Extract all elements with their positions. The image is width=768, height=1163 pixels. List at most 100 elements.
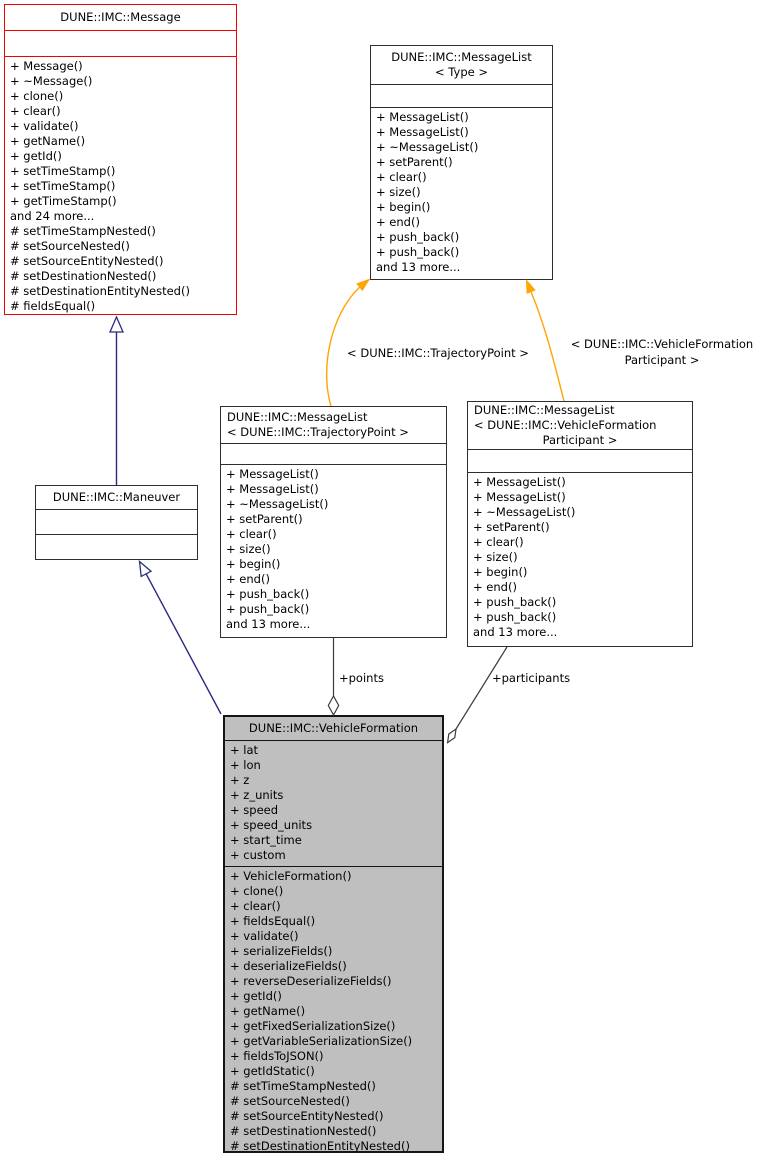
member-line: + push_back()	[226, 587, 310, 601]
member-line: # setDestinationNested()	[10, 269, 157, 283]
member-line: # setTimeStampNested()	[230, 1079, 376, 1093]
member-line: # setDestinationEntityNested()	[230, 1139, 410, 1151]
template-arrowhead	[356, 278, 371, 292]
member-line: + getFixedSerializationSize()	[230, 1019, 396, 1033]
template-arg-label-line: < DUNE::IMC::TrajectoryPoint >	[347, 346, 529, 360]
template-arg-label-line: < DUNE::IMC::VehicleFormation	[570, 337, 754, 351]
member-line: + end()	[376, 215, 420, 229]
inheritance-arrowhead	[109, 315, 124, 333]
inheritance-edge-vehicleformation-to-maneuver	[145, 573, 222, 715]
member-line: + push_back()	[473, 610, 557, 624]
member-line: + reverseDeserializeFields()	[230, 974, 392, 988]
member-line: + end()	[473, 580, 517, 594]
member-line: + ~MessageList()	[226, 497, 329, 511]
aggregation-label-participants: +participants	[492, 671, 571, 685]
methods-compartment: + VehicleFormation()+ clone()+ clear()+ …	[225, 866, 442, 1151]
class-title-line: < Type >	[435, 65, 488, 79]
class-box-messagelist-vehicleformationparticipant[interactable]: DUNE::IMC::MessageList < DUNE::IMC::Vehi…	[467, 401, 693, 647]
member-line: + size()	[473, 550, 518, 564]
member-line: + clear()	[226, 527, 277, 541]
member-line: # fieldsEqual()	[10, 299, 96, 313]
class-title-line: DUNE::IMC::MessageList	[474, 403, 615, 417]
class-title: DUNE::IMC::Message	[5, 5, 236, 30]
aggregation-diamond	[327, 694, 340, 717]
template-arg-label-trajectorypoint: < DUNE::IMC::TrajectoryPoint >	[336, 346, 540, 362]
member-line: + speed	[230, 803, 279, 817]
methods-compartment	[36, 534, 197, 559]
member-line: + lon	[230, 758, 261, 772]
class-title-line: DUNE::IMC::VehicleFormation	[248, 721, 419, 735]
member-line: + begin()	[226, 557, 281, 571]
methods-compartment: + MessageList()+ MessageList()+ ~Message…	[371, 107, 552, 279]
member-line: + clone()	[10, 89, 64, 103]
member-line: + deserializeFields()	[230, 959, 347, 973]
member-line: + validate()	[230, 929, 299, 943]
member-line: + Message()	[10, 59, 83, 73]
member-line: + speed_units	[230, 818, 313, 832]
member-line: + clone()	[230, 884, 284, 898]
methods-compartment: + MessageList()+ MessageList()+ ~Message…	[468, 472, 692, 646]
member-line: + clear()	[10, 104, 61, 118]
member-line: + getIdStatic()	[230, 1064, 315, 1078]
attributes-compartment: + lat+ lon+ z+ z_units+ speed+ speed_uni…	[225, 740, 442, 866]
class-title-line: DUNE::IMC::MessageList	[391, 50, 532, 64]
member-line: + clear()	[376, 170, 427, 184]
member-line: # setSourceNested()	[10, 239, 130, 253]
member-line: + z_units	[230, 788, 284, 802]
class-title-line: Participant >	[542, 433, 618, 447]
member-line: + getName()	[230, 1004, 306, 1018]
member-line: + ~Message()	[10, 74, 93, 88]
template-arg-label-line: Participant >	[624, 352, 700, 367]
member-line: and 13 more...	[376, 260, 461, 274]
member-line: + end()	[226, 572, 270, 586]
class-title: DUNE::IMC::Maneuver	[36, 486, 197, 509]
class-box-messagelist-trajectorypoint[interactable]: DUNE::IMC::MessageList < DUNE::IMC::Traj…	[220, 406, 447, 638]
member-line: + start_time	[230, 833, 302, 847]
member-line: + lat	[230, 743, 259, 757]
class-title-line: DUNE::IMC::MessageList	[227, 410, 368, 424]
class-title-line: DUNE::IMC::Message	[60, 10, 181, 24]
methods-compartment: + MessageList()+ MessageList()+ ~Message…	[221, 464, 446, 637]
member-line: + size()	[376, 185, 421, 199]
member-line: + MessageList()	[376, 125, 469, 139]
member-line: + push_back()	[226, 602, 310, 616]
member-line: + fieldsToJSON()	[230, 1049, 324, 1063]
member-line: + ~MessageList()	[376, 140, 479, 154]
member-line: # setTimeStampNested()	[10, 224, 156, 238]
class-box-vehicleformation[interactable]: DUNE::IMC::VehicleFormation + lat+ lon+ …	[223, 715, 444, 1153]
member-line: + MessageList()	[473, 475, 566, 489]
class-title-line: < DUNE::IMC::TrajectoryPoint >	[227, 425, 409, 439]
class-box-messagelist-type[interactable]: DUNE::IMC::MessageList < Type > + Messag…	[370, 45, 553, 280]
class-title-line: < DUNE::IMC::VehicleFormation	[474, 418, 657, 432]
class-title: DUNE::IMC::MessageList < DUNE::IMC::Traj…	[221, 407, 446, 443]
member-line: + z	[230, 773, 250, 787]
member-line: # setSourceEntityNested()	[10, 254, 164, 268]
class-box-message[interactable]: DUNE::IMC::Message + Message()+ ~Message…	[4, 4, 237, 315]
aggregation-diamond	[446, 727, 457, 744]
member-line: and 13 more...	[473, 625, 558, 639]
member-line: # setSourceNested()	[230, 1094, 350, 1108]
member-line: + MessageList()	[226, 467, 319, 481]
member-line: # setDestinationEntityNested()	[10, 284, 190, 298]
class-box-maneuver[interactable]: DUNE::IMC::Maneuver	[35, 485, 198, 560]
methods-compartment: + Message()+ ~Message()+ clone()+ clear(…	[5, 56, 236, 314]
member-line: + MessageList()	[226, 482, 319, 496]
member-line: and 13 more...	[226, 617, 311, 631]
member-line: + MessageList()	[473, 490, 566, 504]
member-line: + validate()	[10, 119, 79, 133]
inheritance-arrowhead	[138, 559, 153, 578]
template-arrowhead	[525, 279, 536, 294]
member-line: + getId()	[10, 149, 62, 163]
class-title: DUNE::IMC::VehicleFormation	[225, 717, 442, 740]
member-line: + getVariableSerializationSize()	[230, 1034, 413, 1048]
template-arg-label-vehicleformationparticipant: < DUNE::IMC::VehicleFormation Participan…	[556, 337, 768, 368]
member-line: + setParent()	[473, 520, 550, 534]
member-line: + custom	[230, 848, 286, 862]
class-title-line: DUNE::IMC::Maneuver	[52, 490, 181, 504]
aggregation-label-points: +points	[339, 671, 384, 685]
member-line: + setParent()	[376, 155, 453, 169]
member-line: + VehicleFormation()	[230, 869, 352, 883]
attributes-compartment	[5, 30, 236, 56]
class-title: DUNE::IMC::MessageList < Type >	[371, 46, 552, 84]
